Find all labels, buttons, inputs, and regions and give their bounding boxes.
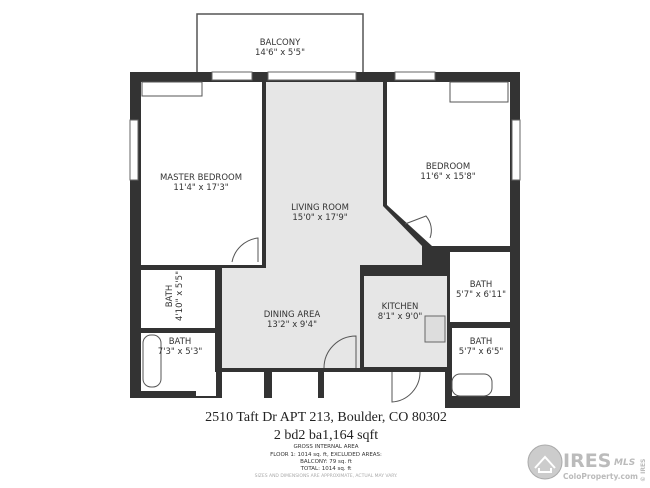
svg-text:IRES: IRES	[563, 450, 611, 472]
door	[323, 335, 357, 369]
room-dims: 13'2" x 9'4"	[267, 320, 317, 330]
area-title: GROSS INTERNAL AREA	[293, 444, 358, 450]
room-dims: 11'4" x 17'3"	[173, 183, 228, 193]
room-dims: 14'6" x 5'5"	[255, 48, 305, 58]
ires-logo: IRES MLS ColoProperty.com © IRES	[527, 444, 647, 482]
svg-text:© IRES: © IRES	[640, 459, 647, 482]
room-name: BALCONY	[260, 38, 301, 48]
room-name: MASTER BEDROOM	[160, 173, 242, 183]
window	[267, 71, 357, 81]
stove	[424, 315, 446, 343]
room-dims: 4'10" x 5'5"	[175, 271, 185, 321]
room-dims: 8'1" x 9'0"	[378, 312, 423, 322]
room-dims: 15'0" x 17'9"	[292, 213, 347, 223]
entry-area	[324, 372, 445, 408]
footer: 2510 Taft Dr APT 213, Boulder, CO 80302 …	[205, 410, 447, 479]
master-bedroom-area	[141, 82, 262, 265]
room-name: BATH	[470, 337, 493, 347]
door	[391, 371, 421, 403]
room-labels: BALCONY 14'6" x 5'5" MASTER BEDROOM 11'4…	[158, 38, 506, 357]
window	[211, 71, 253, 81]
closet	[449, 81, 509, 103]
closet	[196, 372, 216, 396]
disclaimer: SIZES AND DIMENSIONS ARE APPROXIMATE, AC…	[255, 473, 398, 479]
room-name: BATH	[169, 337, 192, 347]
svg-text:ColoProperty.com: ColoProperty.com	[563, 472, 638, 481]
bathtub	[142, 334, 162, 388]
room-dims: 5'7" x 6'11"	[456, 290, 506, 300]
bedroom-area	[387, 82, 510, 246]
living-dining-area	[222, 82, 422, 368]
bath-area	[141, 270, 215, 328]
room-dims: 7'3" x 5'3"	[158, 347, 203, 357]
floor-area: FLOOR 1: 1014 sq. ft, EXCLUDED AREAS:	[270, 452, 382, 458]
total-area: TOTAL: 1014 sq. ft	[300, 466, 352, 472]
window	[511, 119, 521, 181]
balcony-area-text: BALCONY: 79 sq. ft	[300, 459, 353, 465]
room-name: BATH	[470, 280, 493, 290]
room-name: BEDROOM	[426, 162, 470, 172]
room-name: KITCHEN	[382, 302, 419, 312]
closet	[141, 81, 203, 97]
address: 2510 Taft Dr APT 213, Boulder, CO 80302	[205, 410, 447, 425]
closet	[222, 372, 264, 398]
svg-text:MLS: MLS	[614, 458, 635, 468]
room-dims: 11'6" x 15'8"	[420, 172, 475, 182]
room-name: LIVING ROOM	[291, 203, 349, 213]
bathtub	[451, 373, 493, 397]
closet	[272, 372, 318, 398]
summary: 2 bd2 ba1,164 sqft	[274, 428, 378, 443]
door	[231, 237, 259, 263]
room-dims: 5'7" x 6'5"	[459, 347, 504, 357]
room-name: BATH	[165, 285, 175, 308]
window	[129, 119, 139, 181]
bath-area	[450, 252, 510, 322]
balcony-area	[196, 13, 364, 77]
room-name: DINING AREA	[264, 310, 321, 320]
door	[404, 215, 432, 239]
window	[394, 71, 436, 81]
